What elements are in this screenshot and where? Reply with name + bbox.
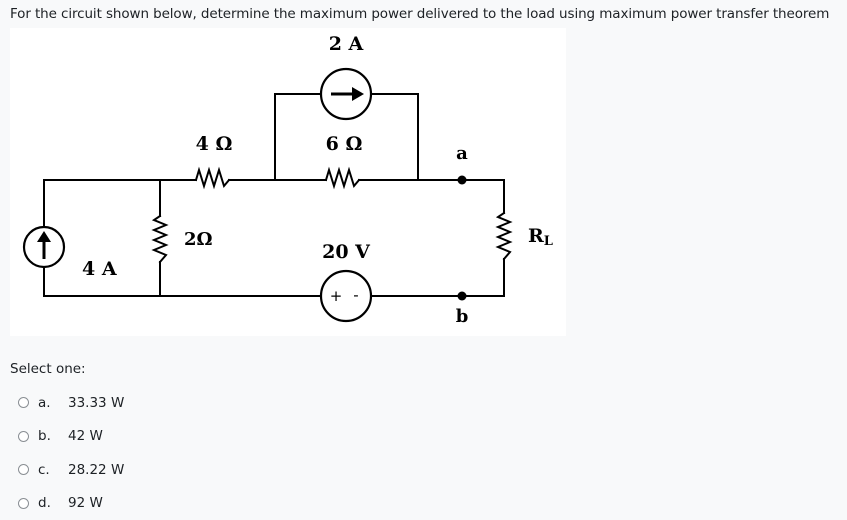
answer-options: a. 33.33 W b. 42 W c. 28.22 W d. 92 W <box>18 386 124 520</box>
option-c[interactable]: c. 28.22 W <box>18 453 124 487</box>
option-text: 33.33 W <box>68 395 124 411</box>
label-6ohm: 6 Ω <box>326 133 363 155</box>
question-text: For the circuit shown below, determine t… <box>10 6 829 22</box>
option-text: 42 W <box>68 428 103 444</box>
option-a[interactable]: a. 33.33 W <box>18 386 124 420</box>
circuit-diagram: 2 A 4 Ω 6 Ω 2Ω 4 A 20 V + - a b RL <box>10 28 566 336</box>
resistor-4ohm <box>196 170 229 186</box>
label-rl-sub: L <box>544 234 553 249</box>
terminal-a-dot <box>458 176 467 185</box>
radio-button-icon[interactable] <box>18 498 29 509</box>
resistor-2ohm <box>154 216 166 262</box>
voltage-source-20v <box>321 271 371 321</box>
label-rl-main: R <box>528 225 544 247</box>
circuit-figure: 2 A 4 Ω 6 Ω 2Ω 4 A 20 V + - a b RL <box>10 28 566 336</box>
resistor-6ohm <box>326 170 359 186</box>
label-4a: 4 A <box>82 258 117 280</box>
label-4ohm: 4 Ω <box>196 133 233 155</box>
option-text: 28.22 W <box>68 462 124 478</box>
option-letter: b. <box>38 428 68 444</box>
select-one-label: Select one: <box>10 361 86 377</box>
radio-button-icon[interactable] <box>18 397 29 408</box>
terminal-b-dot <box>458 292 467 301</box>
radio-button-icon[interactable] <box>18 464 29 475</box>
label-2a: 2 A <box>329 33 364 55</box>
resistor-rl <box>498 213 510 259</box>
radio-button-icon[interactable] <box>18 431 29 442</box>
label-a: a <box>456 143 468 164</box>
option-letter: c. <box>38 462 68 478</box>
current-source-2a <box>321 69 371 119</box>
option-d[interactable]: d. 92 W <box>18 487 124 520</box>
current-source-4a <box>24 227 64 267</box>
option-letter: a. <box>38 395 68 411</box>
label-20v: 20 V <box>322 241 371 263</box>
label-minus: - <box>353 286 358 304</box>
label-plus: + <box>330 287 343 305</box>
option-letter: d. <box>38 495 68 511</box>
option-text: 92 W <box>68 495 103 511</box>
label-rl: RL <box>528 225 553 249</box>
label-b: b <box>456 306 469 327</box>
label-2ohm: 2Ω <box>184 229 213 250</box>
option-b[interactable]: b. 42 W <box>18 420 124 454</box>
